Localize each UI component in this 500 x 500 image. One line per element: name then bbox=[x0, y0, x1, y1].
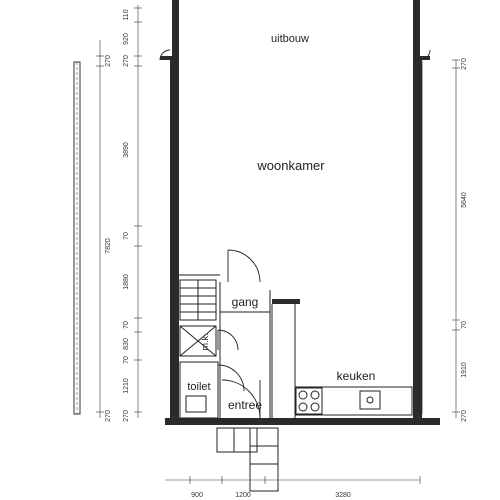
dim-left-inner-3: 3890 bbox=[123, 142, 130, 158]
dim-left-outer-0: 270 bbox=[105, 55, 112, 67]
dim-bottom-0: 900 bbox=[191, 492, 203, 499]
dim-left-inner-8: 70 bbox=[123, 356, 130, 364]
dim-left-outer-1: 7820 bbox=[105, 238, 112, 254]
label-entree: entree bbox=[228, 398, 262, 412]
dim-left-inner-0: 110 bbox=[123, 9, 130, 20]
dimension-lines bbox=[96, 5, 460, 484]
dim-left-outer-2: 270 bbox=[105, 410, 112, 422]
label-keuken: keuken bbox=[337, 369, 376, 383]
doors bbox=[159, 49, 431, 419]
dim-left-inner-6: 70 bbox=[123, 321, 130, 329]
neighbour-walls bbox=[73, 61, 423, 415]
dim-right-0: 270 bbox=[461, 58, 468, 70]
walls bbox=[160, 0, 440, 425]
dim-right-4: 270 bbox=[461, 410, 468, 422]
front-path bbox=[216, 427, 279, 492]
dim-left-inner-9: 1210 bbox=[123, 378, 130, 394]
dim-left-inner-4: 70 bbox=[123, 232, 130, 240]
dim-left-inner-10: 270 bbox=[123, 410, 130, 422]
interior-walls bbox=[179, 274, 296, 420]
kitchen-counter bbox=[295, 386, 413, 416]
dim-left-inner-1: 920 bbox=[123, 33, 130, 45]
dim-right-1: 5640 bbox=[461, 192, 468, 208]
label-woonkamer: woonkamer bbox=[256, 158, 325, 173]
label-toilet: toilet bbox=[187, 381, 210, 393]
dim-left-inner-2: 270 bbox=[123, 55, 130, 67]
dim-bottom-1: 1200 bbox=[235, 492, 251, 499]
label-gang: gang bbox=[232, 295, 259, 309]
dim-right-2: 70 bbox=[461, 321, 468, 329]
dim-left-inner-7: 830 bbox=[123, 338, 130, 350]
label-mk: m.k. bbox=[200, 334, 210, 351]
dim-right-3: 1910 bbox=[461, 362, 468, 378]
label-uitbouw: uitbouw bbox=[271, 33, 309, 45]
dim-bottom-2: 3280 bbox=[335, 492, 351, 499]
dim-left-inner-5: 1880 bbox=[123, 274, 130, 290]
